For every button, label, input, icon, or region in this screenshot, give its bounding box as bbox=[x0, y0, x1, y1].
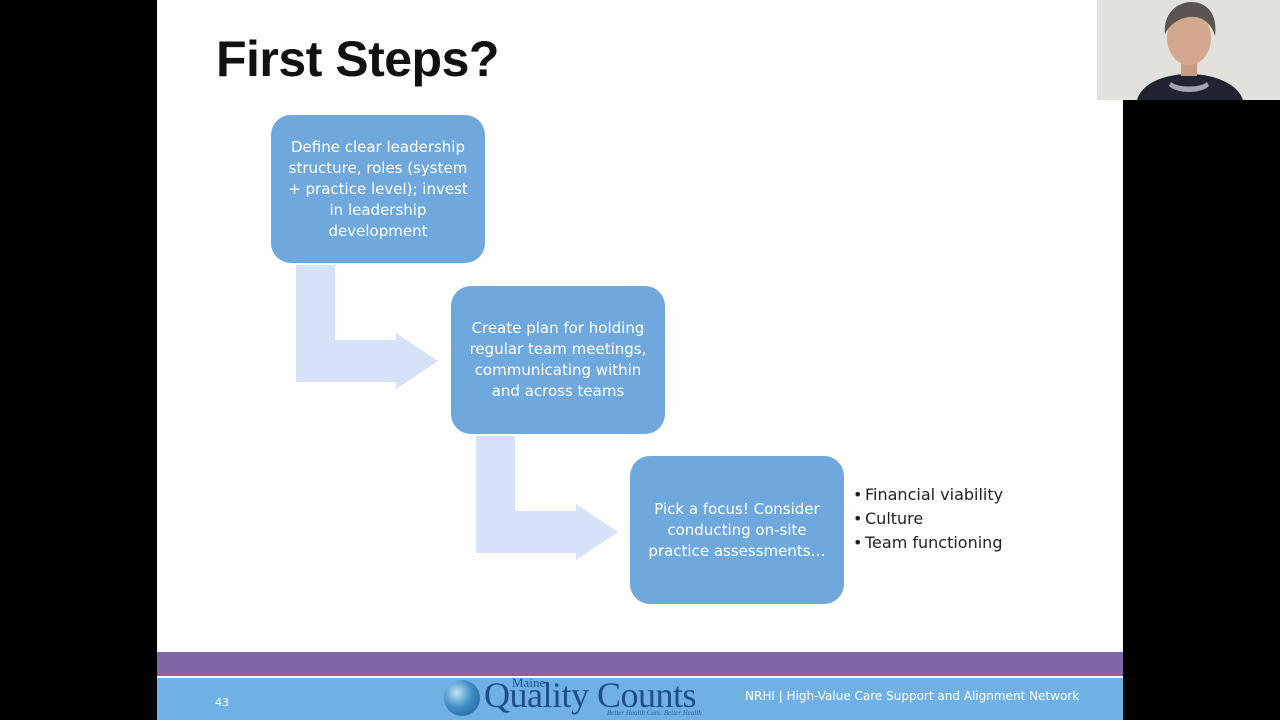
logo-tagline: Better Health Care. Better Health bbox=[607, 709, 702, 717]
presenter-silhouette bbox=[1097, 0, 1280, 100]
network-text: NRHI | High-Value Care Support and Align… bbox=[745, 689, 1080, 703]
focus-bullet-list: Financial viability Culture Team functio… bbox=[853, 484, 1023, 556]
step-box-2: Create plan for holding regular team mee… bbox=[451, 286, 665, 434]
step-text-1: Define clear leadership structure, roles… bbox=[288, 137, 468, 240]
step-box-1: Define clear leadership structure, roles… bbox=[271, 115, 485, 263]
quality-counts-logo: Maine Quality Counts Better Health Care.… bbox=[444, 675, 734, 720]
purple-divider-band bbox=[157, 652, 1123, 676]
page-number: 43 bbox=[215, 696, 229, 709]
globe-logo-icon bbox=[444, 680, 480, 716]
step-box-3: Pick a focus! Consider conducting on-sit… bbox=[630, 456, 844, 604]
logo-maine-text: Maine bbox=[512, 675, 546, 690]
slide-title: First Steps? bbox=[216, 31, 499, 87]
bent-arrow-icon-1 bbox=[296, 265, 438, 389]
presentation-slide: First Steps? Define clear leadership str… bbox=[157, 0, 1123, 720]
bullet-item: Culture bbox=[853, 508, 1023, 529]
step-text-2: Create plan for holding regular team mee… bbox=[469, 319, 647, 400]
bullet-item: Team functioning bbox=[853, 532, 1023, 553]
bent-arrow-icon-2 bbox=[476, 436, 618, 560]
logo-main-text: Quality Counts bbox=[484, 675, 697, 715]
bullet-item: Financial viability bbox=[853, 484, 1023, 505]
slide-footer: 43 Maine Quality Counts Better Health Ca… bbox=[157, 675, 1123, 720]
presenter-webcam bbox=[1097, 0, 1280, 100]
step-text-3: Pick a focus! Consider conducting on-sit… bbox=[648, 499, 826, 560]
